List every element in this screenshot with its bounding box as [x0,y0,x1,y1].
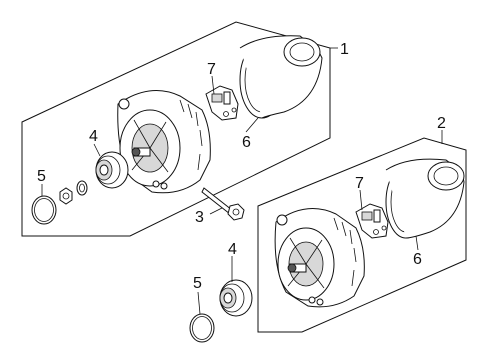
upper-pulley-part [95,151,129,189]
upper-cover-part [239,35,323,119]
callout-4-lower: 4 [228,241,237,258]
upper-ring-part [31,195,57,225]
lower-pulley-part [219,279,253,317]
bolt-part [201,187,245,221]
leader-lines [41,47,443,315]
callout-7-upper: 7 [207,61,216,78]
callout-6-upper: 6 [242,134,251,151]
upper-assembly-frame [21,21,331,237]
lower-alternator-part [274,208,365,308]
upper-nut-part [59,180,88,205]
callout-5-upper: 5 [37,168,46,185]
callout-2: 2 [437,115,446,132]
callout-7-lower: 7 [355,175,364,192]
lower-assembly-frame [257,137,467,333]
callout-4-upper: 4 [89,128,98,145]
upper-regulator-part [205,85,239,121]
upper-alternator-part [117,90,211,194]
lower-cover-part [385,158,465,239]
callout-3: 3 [195,209,204,226]
callout-5-lower: 5 [193,275,202,292]
lower-regulator-part [355,203,389,239]
lower-ring-part [189,313,215,343]
callout-6-lower: 6 [413,251,422,268]
callout-1: 1 [340,41,349,58]
